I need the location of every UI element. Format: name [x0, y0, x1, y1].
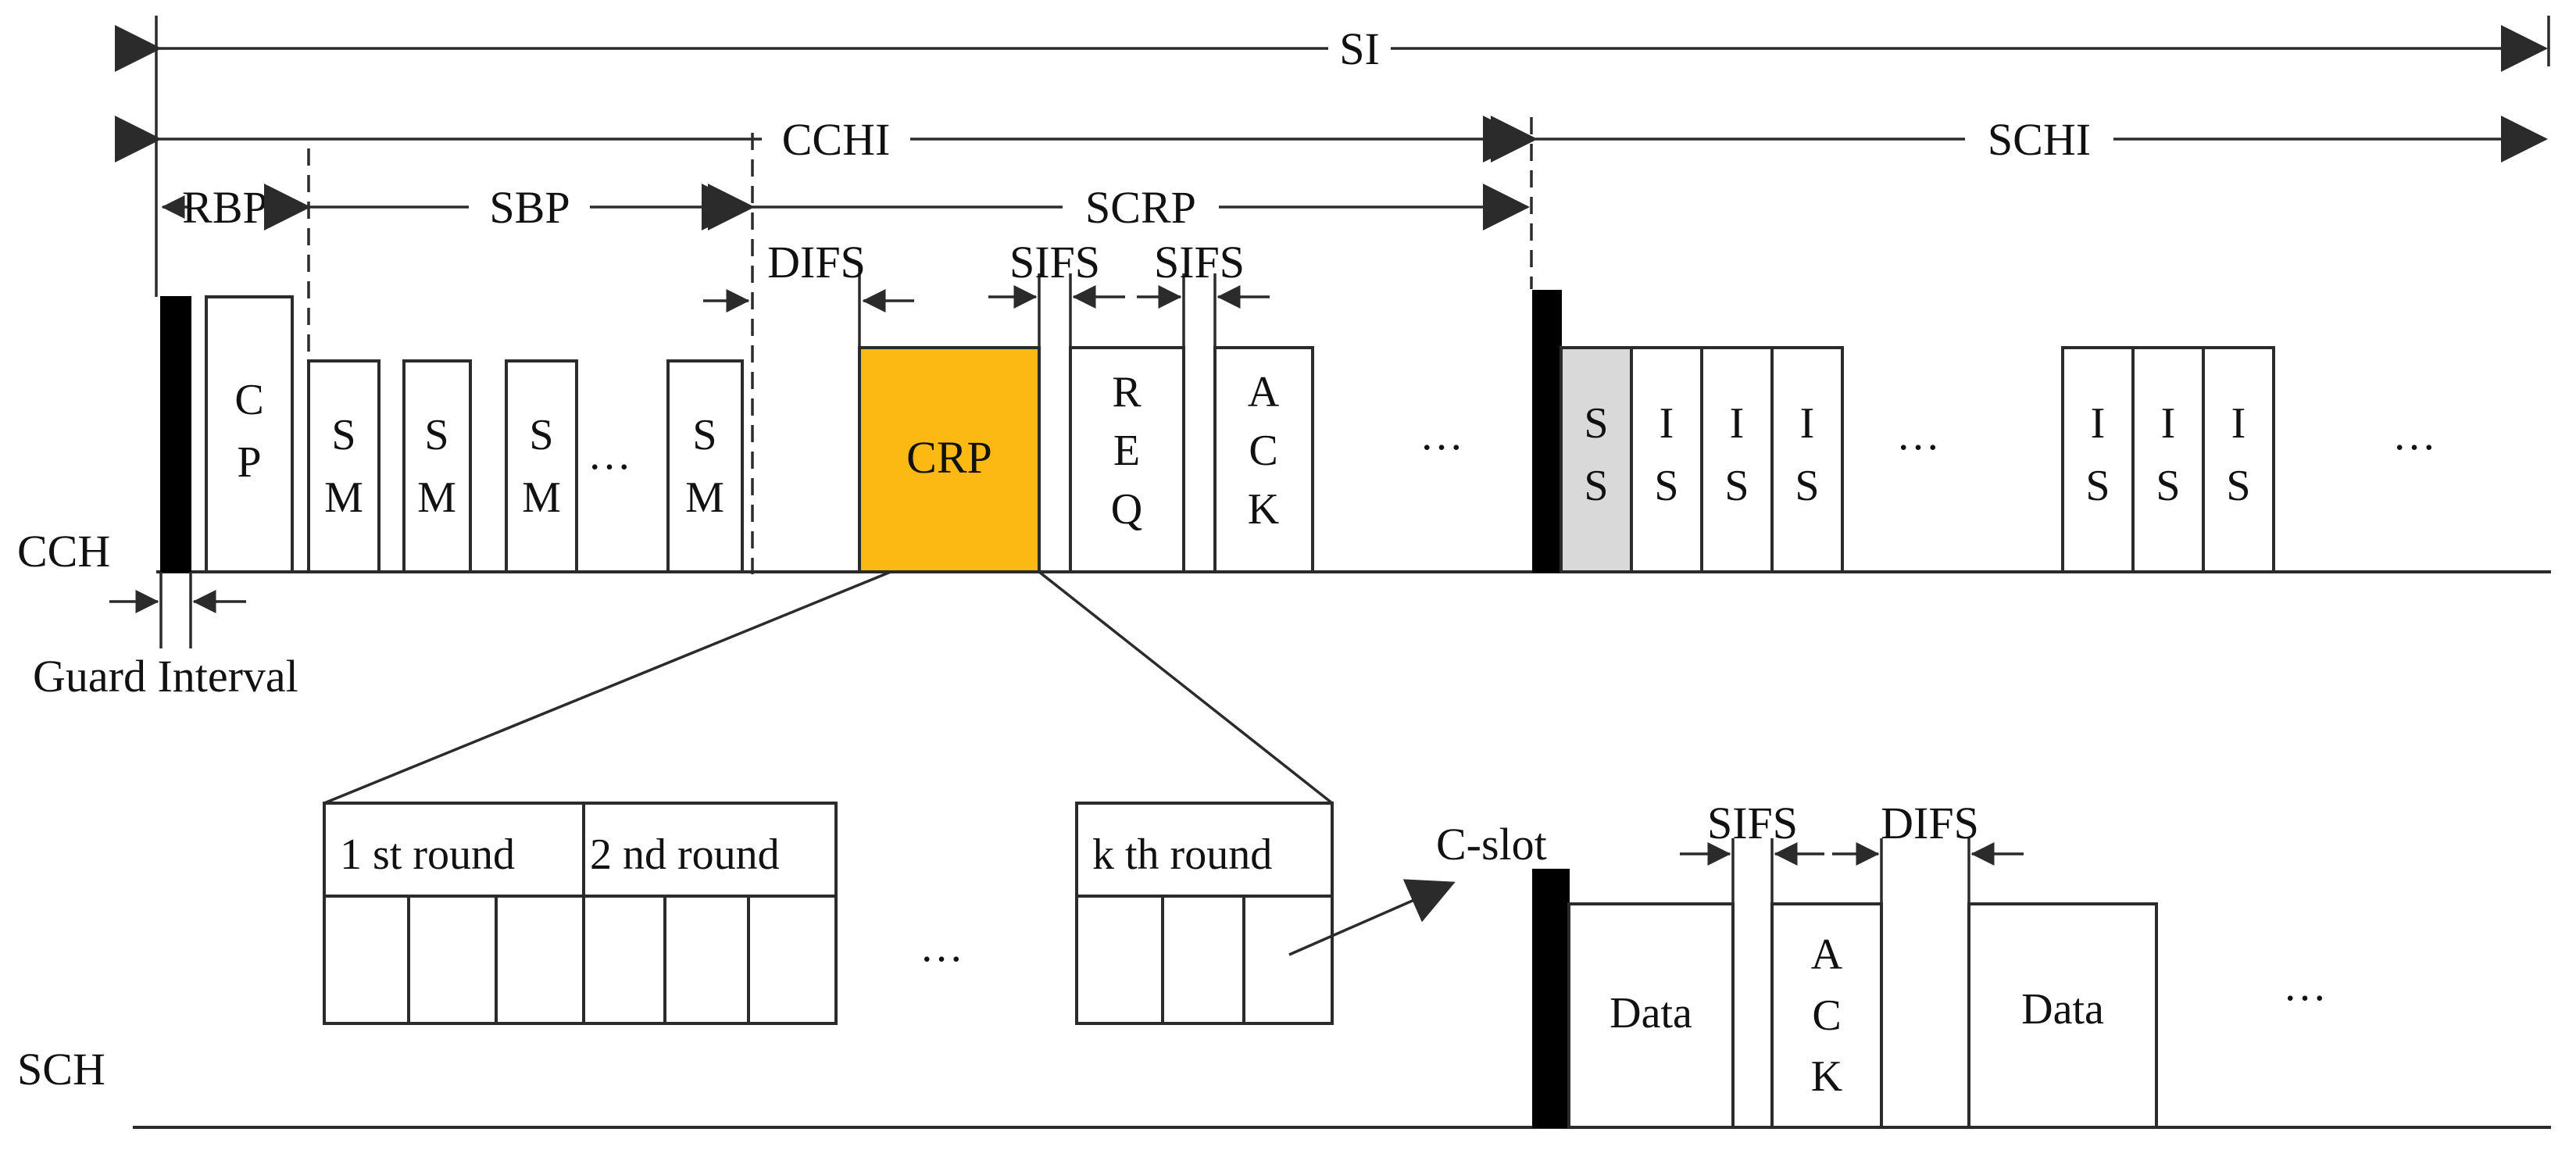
svg-text:I: I: [1800, 399, 1815, 448]
svg-text:K: K: [1248, 485, 1279, 534]
schi-ellipsis-2: …: [2392, 411, 2436, 459]
sch-data-frame-2: Data: [1967, 902, 2158, 1129]
schi-guard-block: [1532, 290, 1562, 573]
svg-text:M: M: [324, 473, 363, 522]
zoom-line-right: [1038, 570, 1334, 805]
is-frame: I S: [2061, 346, 2135, 573]
cchi-interval: CCHI: [115, 114, 1530, 165]
svg-text:S: S: [1654, 462, 1678, 510]
sch-guard-block: [1532, 869, 1570, 1128]
svg-text:A: A: [1248, 368, 1280, 416]
schi-label: SCHI: [1988, 114, 2091, 165]
svg-text:SIFS: SIFS: [1009, 237, 1100, 288]
si-label: SI: [1339, 23, 1380, 74]
svg-text:S: S: [424, 411, 448, 459]
schi-ellipsis-1: …: [1896, 411, 1940, 459]
svg-text:S: S: [2156, 462, 2180, 510]
c-slot-pointer: [1288, 879, 1456, 956]
schi-interval: SCHI: [1491, 114, 2548, 165]
svg-text:S: S: [692, 411, 716, 459]
svg-text:S: S: [1795, 462, 1819, 510]
sm-frame: S M: [666, 359, 744, 573]
svg-text:Data: Data: [2021, 985, 2104, 1034]
guard-interval-label: Guard Interval: [33, 651, 298, 702]
svg-text:P: P: [237, 438, 261, 487]
svg-text:S: S: [1724, 462, 1749, 510]
svg-text:R: R: [1112, 368, 1142, 416]
is-frame: I S: [1630, 346, 1703, 573]
sch-data-frame-1: Data: [1567, 902, 1735, 1129]
sm-ellipsis: …: [588, 430, 631, 479]
req-frame: R E Q: [1069, 346, 1185, 573]
svg-text:I: I: [2091, 399, 2106, 448]
svg-text:C: C: [1812, 991, 1841, 1040]
cp-frame: C P: [205, 295, 294, 573]
svg-text:M: M: [685, 473, 724, 522]
ack-frame: A C K: [1213, 346, 1314, 573]
svg-text:I: I: [1660, 399, 1674, 448]
round-k-label: k th round: [1092, 830, 1272, 879]
rounds-table-left: 1 st round 2 nd round: [323, 802, 838, 1025]
sch-ack-frame: A C K: [1770, 902, 1883, 1129]
cch-difs: DIFS: [703, 237, 914, 348]
svg-text:A: A: [1811, 930, 1843, 979]
svg-text:S: S: [529, 411, 553, 459]
cch-sifs-2: SIFS: [1137, 237, 1270, 348]
sm-frame: S M: [402, 359, 472, 573]
rounds-ellipsis: …: [920, 923, 963, 971]
sm-frame: S M: [307, 359, 381, 573]
svg-text:Q: Q: [1111, 485, 1142, 534]
scrp-interval: SCRP: [708, 182, 1530, 233]
sm-frame: S M: [505, 359, 578, 573]
svg-text:E: E: [1113, 427, 1140, 475]
c-slot-label: C-slot: [1436, 819, 1547, 870]
si-interval: SI: [115, 23, 2548, 74]
svg-text:M: M: [522, 473, 561, 522]
cch-ellipsis: …: [1420, 411, 1463, 459]
svg-text:S: S: [1584, 399, 1608, 448]
svg-text:DIFS: DIFS: [1881, 798, 1979, 848]
svg-text:DIFS: DIFS: [767, 237, 866, 288]
svg-text:C: C: [234, 376, 263, 424]
svg-text:CRP: CRP: [906, 432, 992, 483]
rbp-label: RBP: [182, 182, 268, 233]
crp-frame: CRP: [858, 346, 1041, 573]
sbp-interval: SBP: [264, 182, 749, 233]
round-2-label: 2 nd round: [590, 830, 780, 879]
svg-text:I: I: [2161, 399, 2176, 448]
cch-label: CCH: [17, 526, 110, 577]
svg-text:SIFS: SIFS: [1707, 798, 1798, 848]
ss-frame: S S: [1560, 346, 1633, 573]
scrp-label: SCRP: [1085, 182, 1196, 233]
svg-text:I: I: [2231, 399, 2246, 448]
sch-difs: DIFS: [1832, 798, 2024, 904]
sch-label: SCH: [17, 1044, 105, 1095]
svg-text:S: S: [2226, 462, 2250, 510]
svg-text:M: M: [417, 473, 456, 522]
sch-ellipsis: …: [2283, 962, 2327, 1010]
svg-text:Data: Data: [1610, 989, 1692, 1038]
cch-guard-block: [160, 296, 191, 573]
sbp-label: SBP: [489, 182, 570, 233]
is-frame: I S: [1770, 346, 1844, 573]
svg-text:I: I: [1730, 399, 1745, 448]
is-frame: I S: [2131, 346, 2205, 573]
zoom-line-left: [323, 570, 891, 805]
svg-text:C: C: [1249, 427, 1277, 475]
is-frame: I S: [1700, 346, 1774, 573]
is-frame: I S: [2202, 346, 2275, 573]
rbp-interval: RBP: [161, 182, 306, 233]
rounds-table-right: k th round: [1075, 802, 1334, 1025]
cchi-label: CCHI: [782, 114, 891, 165]
svg-text:K: K: [1811, 1052, 1842, 1101]
cch-sifs-1: SIFS: [988, 237, 1125, 348]
sch-sifs: SIFS: [1680, 798, 1824, 904]
svg-text:S: S: [331, 411, 355, 459]
svg-text:SIFS: SIFS: [1154, 237, 1245, 288]
svg-text:S: S: [1584, 462, 1608, 510]
svg-text:S: S: [2085, 462, 2110, 510]
round-1-label: 1 st round: [340, 830, 515, 879]
